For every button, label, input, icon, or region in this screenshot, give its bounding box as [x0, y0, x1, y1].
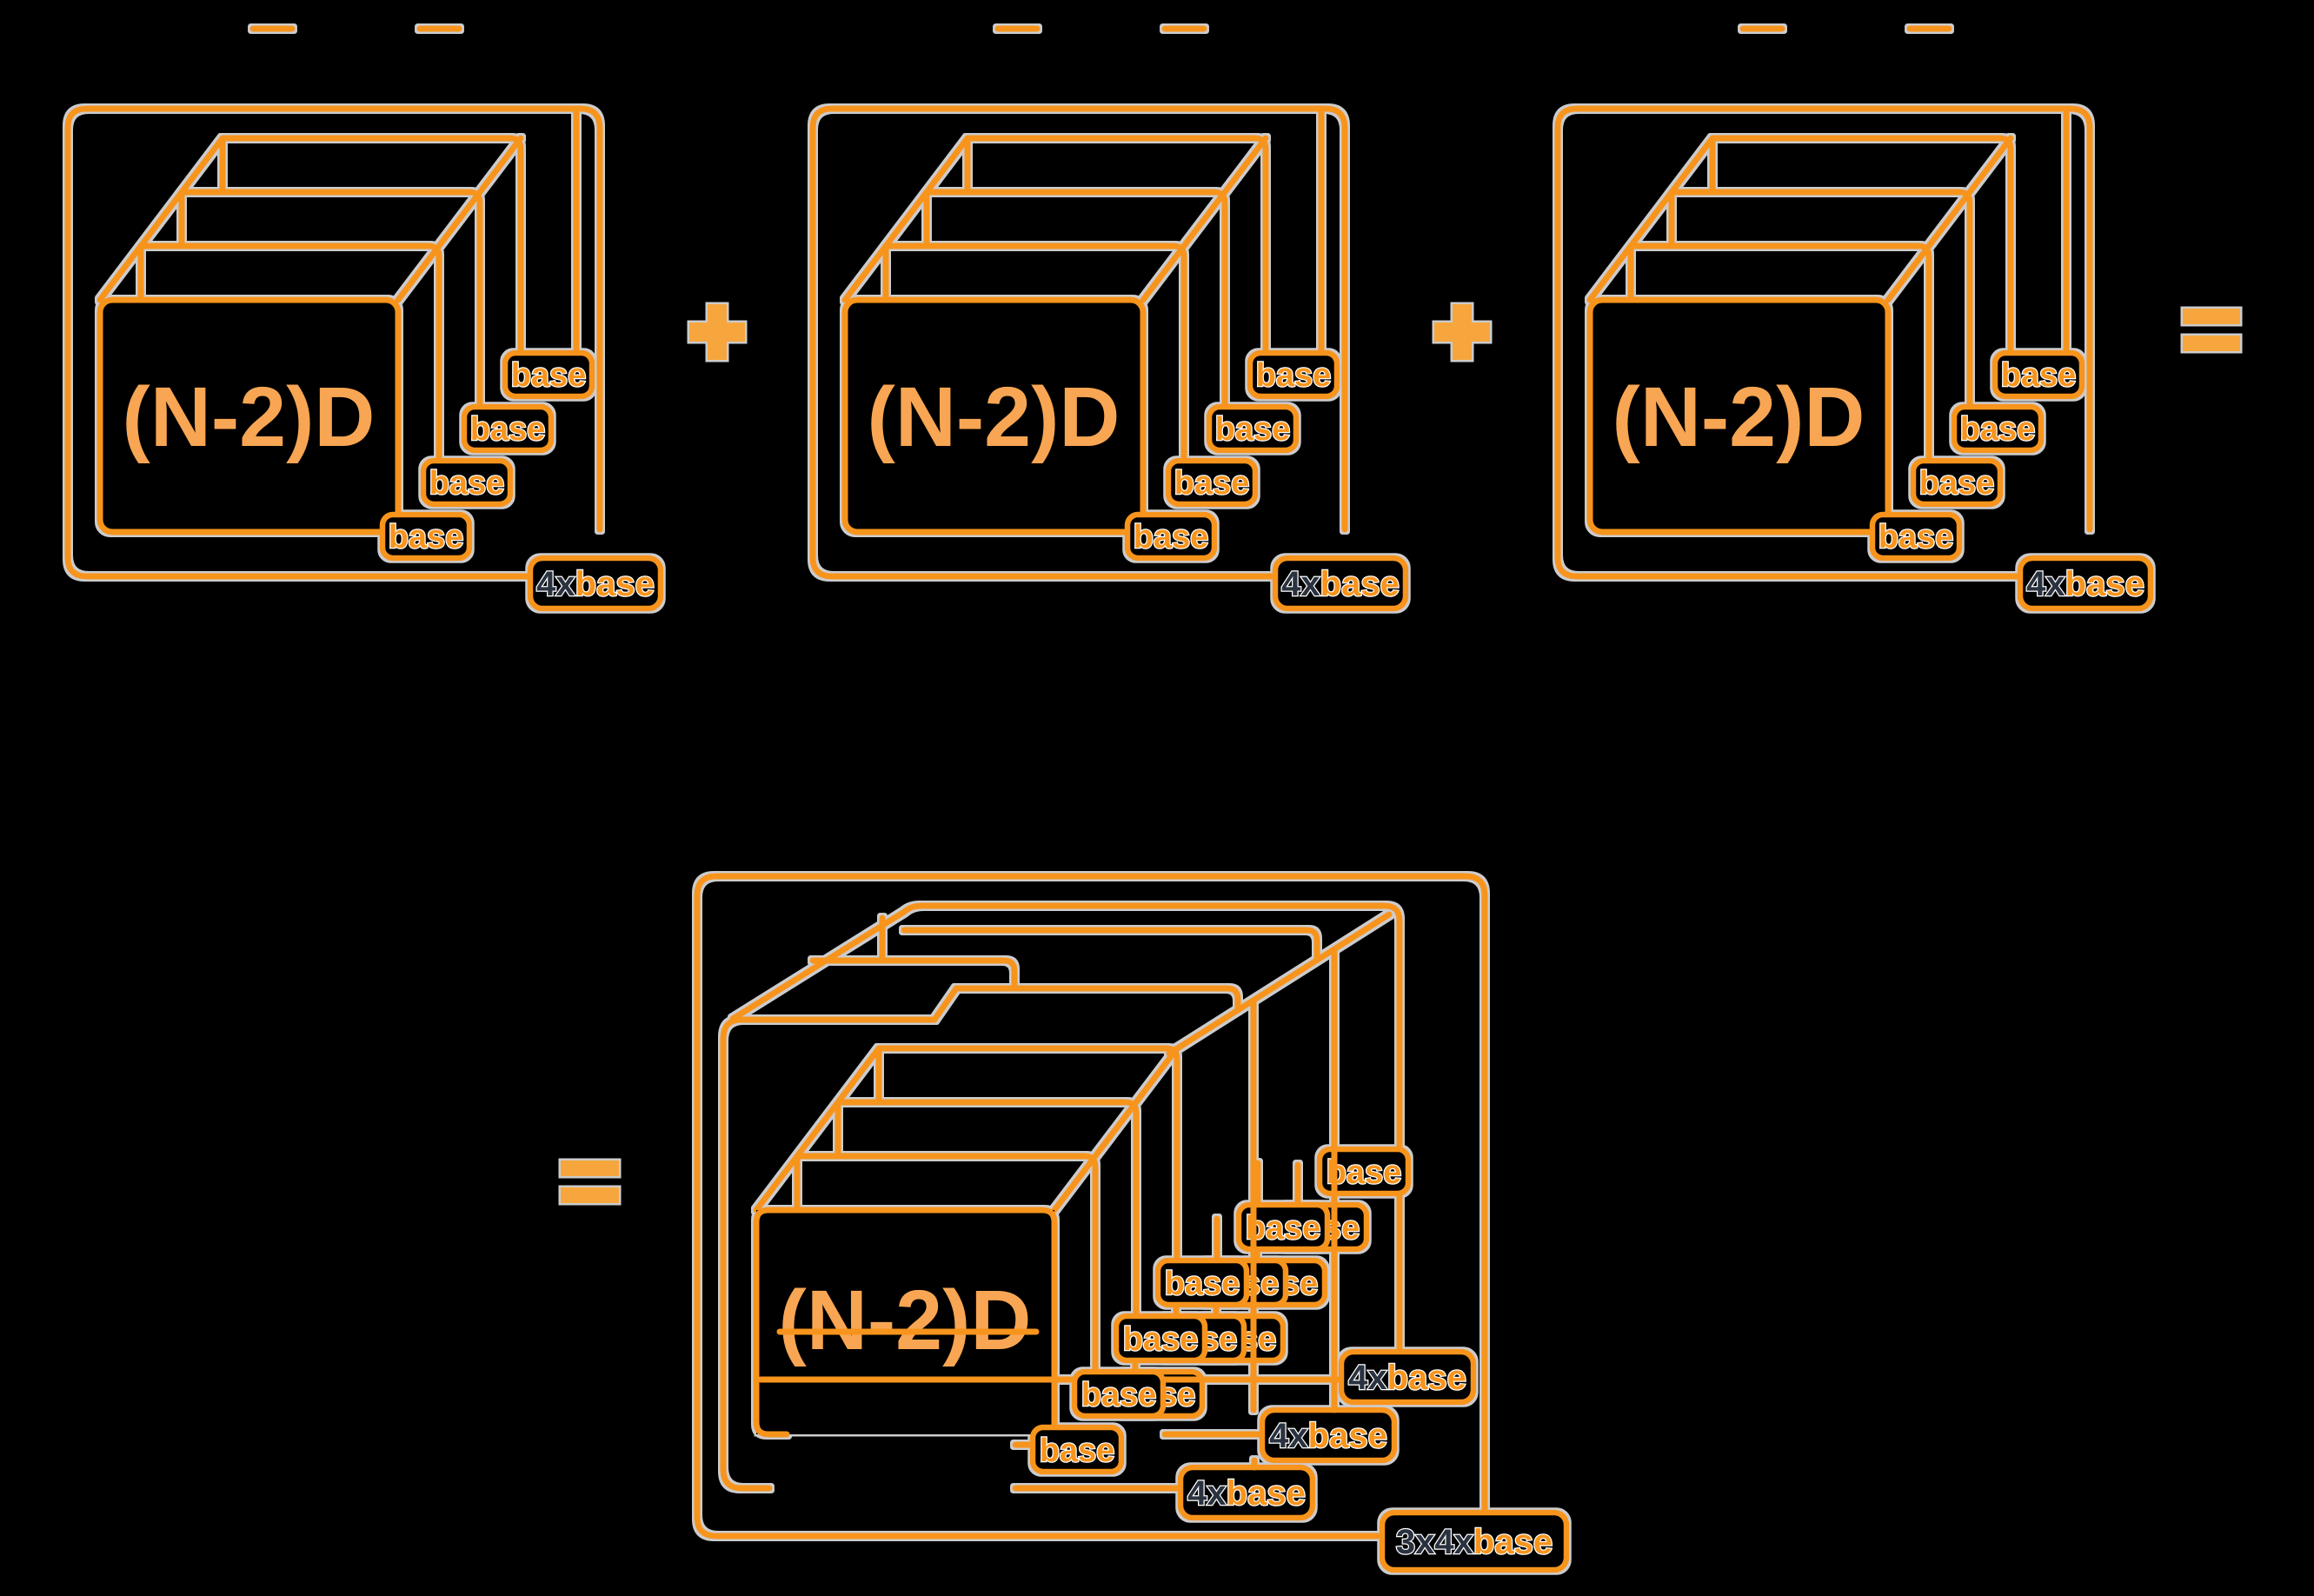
group1-base-tag-3 [1113, 1313, 1208, 1364]
base-tag-2-label: base [429, 465, 505, 502]
equals-operator-top [2183, 309, 2240, 351]
group3-fourxbase-tag [1338, 1348, 1477, 1406]
equals-operator-bottom [561, 1160, 619, 1203]
group3-base-tag-4 [1316, 1146, 1412, 1197]
addend-diagram-3 [1558, 29, 2151, 608]
group1-left-staircase [753, 1045, 882, 1214]
stack-right-staircase [395, 135, 524, 303]
fourxbase-tag [527, 555, 664, 612]
front-face [96, 296, 402, 535]
stack-left-staircase [96, 135, 226, 303]
group1-base-label-4: base [1165, 1266, 1240, 1302]
base-tag-1-label: base [389, 519, 464, 555]
group1-base-tag-1 [1029, 1424, 1125, 1475]
outer-container-rect [64, 105, 603, 580]
group2-fourxbase-tag [1259, 1406, 1398, 1464]
plus-operator-2 [1434, 304, 1490, 360]
group2-face-left-edge [720, 1016, 938, 1492]
addend-diagram-1: (N-2)D base base base base 4xbase [64, 25, 664, 612]
group3-fourxbase-label: 4xbase [1348, 1359, 1466, 1397]
base-tag-4-label: base [511, 357, 587, 394]
result-front-face [753, 1207, 1058, 1438]
group-connector-diagonal [1166, 911, 1393, 1057]
group3-base-label-4: base [1327, 1154, 1402, 1191]
group1-base-label-3: base [1123, 1321, 1199, 1358]
group2-fourxbase-label: 4xbase [1269, 1417, 1387, 1455]
group1-base-tag-2 [1071, 1368, 1167, 1420]
face-label: (N-2)D [123, 369, 376, 464]
group1-fourxbase-tag [1177, 1464, 1316, 1521]
result-face-label: (N-2)D [779, 1273, 1032, 1367]
fourxbase-label: 4xbase [536, 565, 655, 603]
result-face-fill [756, 1210, 1054, 1434]
group1-base-label-1: base [1040, 1433, 1115, 1469]
plus-operator-1 [689, 304, 745, 360]
group3-slab-edge-b [901, 927, 1320, 961]
group1-base-tag-4 [1154, 1257, 1250, 1308]
group1-base-label-2: base [1081, 1377, 1157, 1413]
group2-base-label-4: base [1246, 1210, 1321, 1247]
group2-base-tag-4 [1235, 1201, 1331, 1253]
addend-diagram-2 [813, 29, 1406, 608]
grand-total-label: 3x4xbase [1396, 1523, 1553, 1561]
base-tag-4 [502, 349, 595, 400]
base-tag-1 [379, 511, 473, 562]
result-diagram: base base base base base base base base [694, 873, 1570, 1573]
group3-back-edge-and-drop [729, 902, 1403, 1353]
group2-to-group3-stub [931, 985, 960, 1023]
base-tag-2 [420, 457, 514, 508]
grand-total-tag [1379, 1509, 1570, 1573]
base-tag-3-label: base [470, 411, 546, 448]
base-tag-3 [461, 403, 555, 454]
group1-fourxbase-label: 4xbase [1187, 1474, 1306, 1513]
group3-slab-edge-a [809, 957, 1018, 990]
result-outer-container [694, 873, 1488, 1539]
group-total-connectors [1012, 1441, 1184, 1492]
group3-slab-edge-c [953, 985, 1241, 1014]
group1-right-staircase [1051, 1045, 1180, 1214]
